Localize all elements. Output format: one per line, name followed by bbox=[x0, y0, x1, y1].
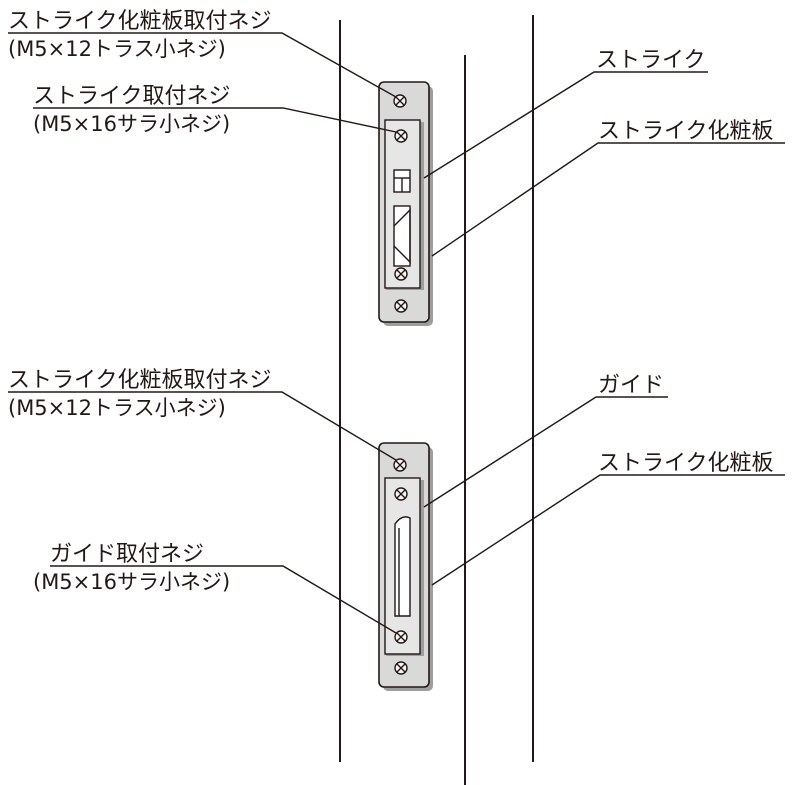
leader-guide-screw bbox=[50, 565, 397, 634]
leader-upper-plate-screw bbox=[8, 32, 397, 98]
guide-slot bbox=[394, 516, 411, 617]
screw-icon bbox=[394, 661, 408, 675]
leader-lower-plate-screw bbox=[8, 391, 397, 461]
screw-icon bbox=[394, 299, 408, 313]
screw-icon bbox=[394, 267, 408, 281]
leader-strike-screw bbox=[33, 107, 397, 133]
label-guide-screw-spec: (M5×16サラ小ネジ) bbox=[33, 570, 230, 594]
label-strike: ストライク bbox=[596, 48, 706, 73]
upper-strike-opening-ramp bbox=[393, 208, 411, 264]
leader-lines bbox=[8, 32, 785, 634]
label-lower-plate-screw: ストライク化粧板取付ネジ bbox=[8, 368, 272, 393]
leader-guide bbox=[423, 396, 668, 508]
label-guide: ガイド bbox=[598, 373, 664, 398]
label-strike-screw: ストライク取付ネジ bbox=[33, 84, 231, 109]
label-strike-plate-upper: ストライク化粧板 bbox=[598, 119, 774, 144]
upper-strike-opening bbox=[393, 205, 411, 267]
label-upper-plate-screw: ストライク化粧板取付ネジ bbox=[8, 9, 272, 34]
upper-strike-assembly bbox=[378, 81, 433, 326]
leader-strike-plate-upper bbox=[431, 142, 785, 257]
lower-guide-assembly bbox=[378, 442, 433, 691]
screw-icon bbox=[394, 129, 408, 143]
label-lower-plate-screw-spec: (M5×12トラス小ネジ) bbox=[8, 396, 226, 420]
screw-icon bbox=[394, 630, 408, 644]
leader-strike-plate-lower bbox=[431, 474, 785, 586]
leader-strike bbox=[423, 71, 708, 179]
screw-icon bbox=[393, 94, 407, 108]
label-strike-screw-spec: (M5×16サラ小ネジ) bbox=[33, 112, 230, 136]
label-strike-plate-lower: ストライク化粧板 bbox=[598, 451, 774, 476]
labels: ストライク化粧板取付ネジ (M5×12トラス小ネジ) ストライク取付ネジ (M5… bbox=[8, 9, 774, 594]
guide bbox=[384, 477, 421, 655]
screw-icon bbox=[393, 458, 407, 472]
screw-icon bbox=[394, 487, 408, 501]
door-frame bbox=[339, 15, 534, 785]
label-guide-screw: ガイド取付ネジ bbox=[50, 542, 204, 567]
label-upper-plate-screw-spec: (M5×12トラス小ネジ) bbox=[8, 37, 226, 61]
